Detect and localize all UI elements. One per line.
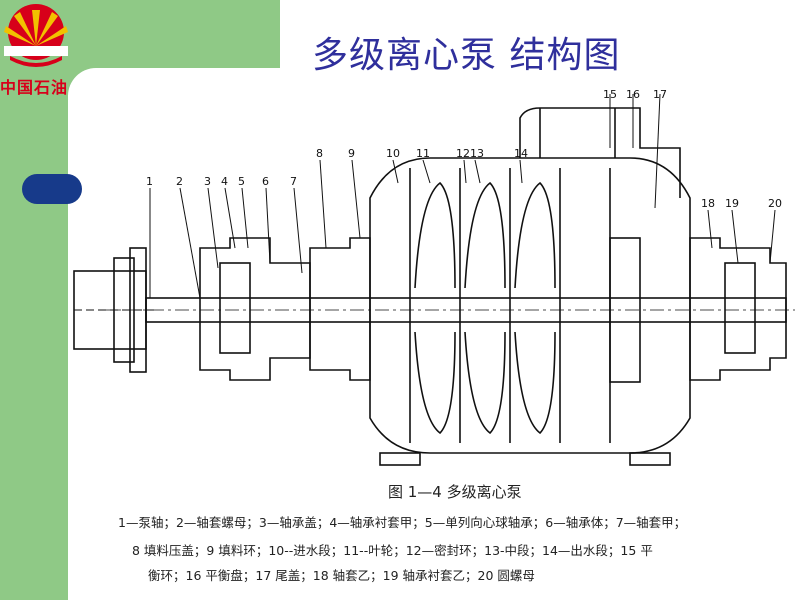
drawing-label: 18 bbox=[701, 197, 715, 210]
cnpc-logo-icon bbox=[4, 4, 68, 67]
green-side-band bbox=[0, 0, 68, 600]
slide-title: 多级离心泵 结构图 bbox=[312, 35, 621, 76]
drawing-label: 20 bbox=[768, 197, 782, 210]
drawing-label: 12 bbox=[456, 147, 470, 160]
drawing-label: 3 bbox=[204, 175, 211, 188]
figure-caption: 图 1—4 多级离心泵 bbox=[388, 483, 522, 501]
drawing-label: 5 bbox=[238, 175, 245, 188]
drawing-label: 10 bbox=[386, 147, 400, 160]
drawing-label: 2 bbox=[176, 175, 183, 188]
drawing-label: 7 bbox=[290, 175, 297, 188]
drawing-label: 1 bbox=[146, 175, 153, 188]
drawing-label: 13 bbox=[470, 147, 484, 160]
drawing-label: 14 bbox=[514, 147, 528, 160]
pump-structure-drawing: 1 2 3 4 5 6 7 8 9 10 11 12 13 14 15 16 1… bbox=[73, 88, 795, 466]
figure-legend-line-2: 8 填料压盖；9 填料环；10--进水段；11--叶轮；12—密封环；13-中段… bbox=[132, 543, 653, 558]
drawing-label: 17 bbox=[653, 88, 667, 101]
figure-legend-line-3: 衡环；16 平衡盘；17 尾盖；18 轴套乙；19 轴承衬套乙；20 圆螺母 bbox=[148, 568, 535, 583]
drawing-label: 8 bbox=[316, 147, 323, 160]
drawing-label: 9 bbox=[348, 147, 355, 160]
drawing-label: 6 bbox=[262, 175, 269, 188]
drawing-label: 19 bbox=[725, 197, 739, 210]
figure-legend-line-1: 1—泵轴；2—轴套螺母；3—轴承盖；4—轴承衬套甲；5—单列向心球轴承；6—轴承… bbox=[118, 515, 687, 530]
content-panel bbox=[68, 68, 800, 600]
drawing-label: 11 bbox=[416, 147, 430, 160]
drawing-label: 4 bbox=[221, 175, 228, 188]
logo-text: 中国石油 bbox=[0, 78, 69, 97]
drawing-label: 15 bbox=[603, 88, 617, 101]
decorative-oval bbox=[22, 174, 82, 204]
drawing-label: 16 bbox=[626, 88, 640, 101]
